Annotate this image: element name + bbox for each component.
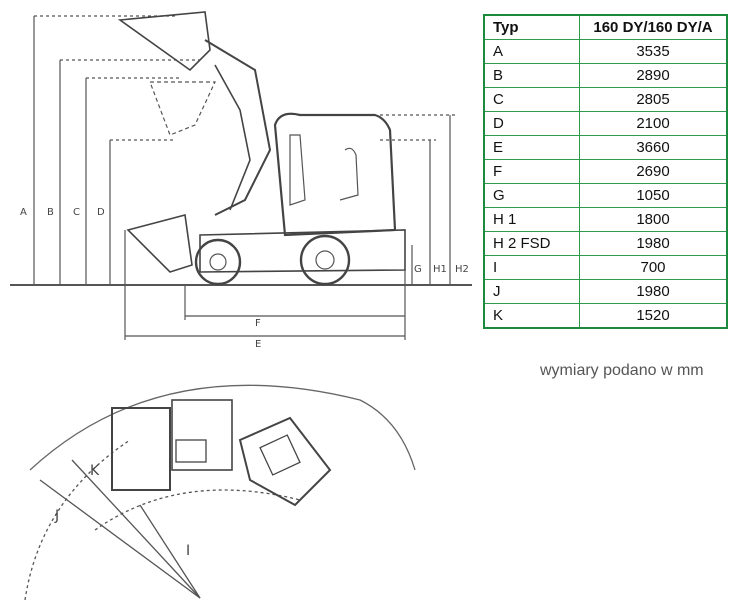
row-value: 3535 xyxy=(579,39,728,64)
label-e: E xyxy=(255,339,261,350)
row-type: F xyxy=(483,159,580,184)
label-h1: H1 xyxy=(433,264,447,275)
radius-k xyxy=(71,459,201,599)
inner-arc xyxy=(94,489,301,531)
row-value: 2805 xyxy=(579,87,728,112)
row-type: G xyxy=(483,183,580,208)
radius-i xyxy=(139,504,201,599)
label-c: C xyxy=(73,207,80,218)
row-value: 1980 xyxy=(579,279,728,304)
column-header-model: 160 DY/160 DY/A xyxy=(579,14,728,40)
row-type: A xyxy=(483,39,580,64)
row-value: 1050 xyxy=(579,183,728,208)
row-type: H 2 FSD xyxy=(483,231,580,256)
row-value: 2100 xyxy=(579,111,728,136)
bucket-mid xyxy=(149,81,216,136)
label-a: A xyxy=(20,207,27,218)
row-type: I xyxy=(483,255,580,280)
loader-body xyxy=(199,229,406,273)
table-header-row: Typ 160 DY/160 DY/A xyxy=(483,14,728,40)
column-header-type: Typ xyxy=(483,14,580,40)
row-type: J xyxy=(483,279,580,304)
loader-side-view: A B C D G H1 H2 F E xyxy=(10,11,472,350)
row-value: 1520 xyxy=(579,303,728,329)
bucket-lowered xyxy=(126,213,193,273)
row-type: D xyxy=(483,111,580,136)
cab-top xyxy=(238,416,332,507)
bucket-top xyxy=(111,407,171,491)
label-j: J xyxy=(54,508,59,524)
label-k: K xyxy=(90,463,100,479)
label-f: F xyxy=(255,318,261,329)
units-note: wymiary podano w mm xyxy=(540,362,704,379)
label-d: D xyxy=(97,207,105,218)
label-g: G xyxy=(414,264,422,275)
label-b: B xyxy=(47,207,54,218)
row-value: 1980 xyxy=(579,231,728,256)
row-value: 2690 xyxy=(579,159,728,184)
row-type: E xyxy=(483,135,580,160)
row-type: C xyxy=(483,87,580,112)
frame-front-top xyxy=(171,399,233,471)
label-h2: H2 xyxy=(455,264,469,275)
bucket-raised xyxy=(117,11,211,72)
row-type: K xyxy=(483,303,580,329)
radius-j xyxy=(39,479,201,599)
front-wheel xyxy=(194,238,242,286)
rear-wheel xyxy=(299,234,351,286)
row-value: 2890 xyxy=(579,63,728,88)
outer-arc xyxy=(29,384,416,471)
row-value: 3660 xyxy=(579,135,728,160)
row-value: 1800 xyxy=(579,207,728,232)
cab xyxy=(273,112,397,237)
label-i: I xyxy=(186,543,190,559)
row-type: H 1 xyxy=(483,207,580,232)
row-value: 700 xyxy=(579,255,728,280)
row-type: B xyxy=(483,63,580,88)
loader-turning-view: K J I xyxy=(24,384,416,601)
